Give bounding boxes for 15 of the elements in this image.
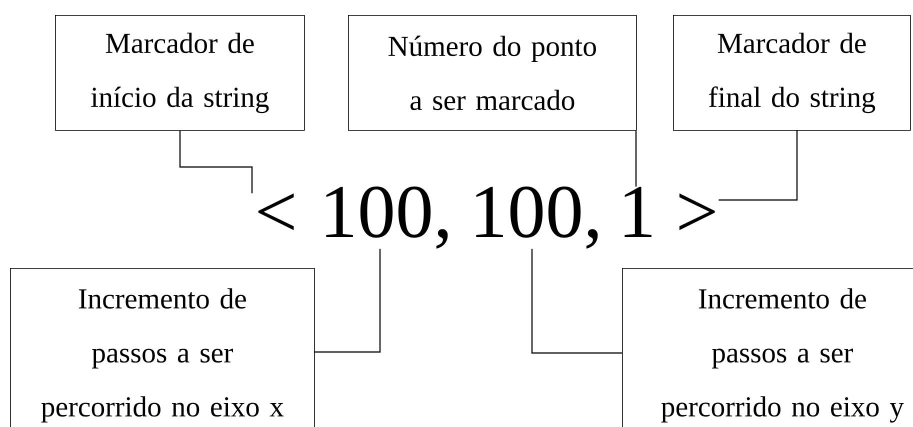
leader-line [179, 130, 253, 194]
string-symbol: < [258, 193, 294, 230]
leader-line [635, 130, 637, 187]
leader-line [313, 248, 381, 353]
text-box: Número do ponto a ser marcado [348, 15, 637, 131]
string-symbol: 100, [326, 186, 448, 249]
string-symbol: 100, [476, 186, 598, 249]
string-symbol: 1 [624, 186, 652, 237]
text-box: Marcador de início da string [55, 15, 305, 131]
text-box: Incremento de passos a ser percorrido no eixo y [622, 268, 913, 427]
leader-line [531, 248, 622, 354]
leader-line [718, 129, 798, 201]
string-symbol: > [679, 193, 715, 230]
text-box: Incremento de passos a ser percorrido no eixo x [10, 268, 315, 427]
text-box: Marcador de final do string [673, 15, 911, 131]
